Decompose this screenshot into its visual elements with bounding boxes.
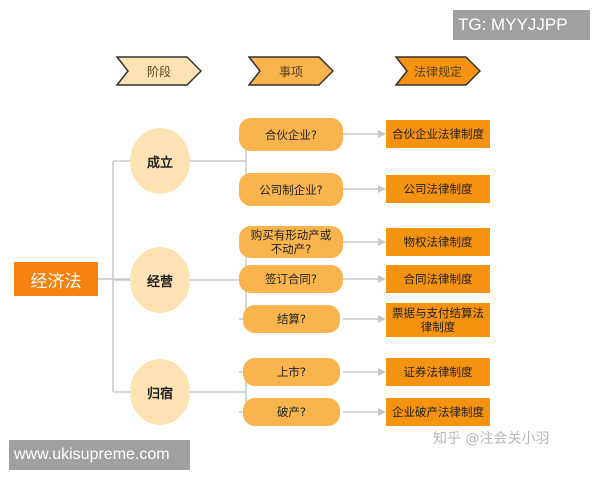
law-node: 公司法律制度 bbox=[386, 175, 490, 203]
item-node: 上市? bbox=[243, 358, 340, 386]
item-node: 购买有形动产或不动产? bbox=[239, 226, 343, 258]
root-node: 经济法 bbox=[14, 262, 98, 296]
header-law-label: 法律规定 bbox=[413, 64, 462, 79]
law-node: 证券法律制度 bbox=[386, 358, 490, 386]
stage-node: 成立 bbox=[130, 128, 190, 194]
chevron-shape bbox=[115, 56, 203, 86]
header-item: 事项 bbox=[247, 56, 335, 86]
watermark-text: 知乎 @注会关小羽 bbox=[433, 431, 550, 447]
item-node: 结算? bbox=[243, 305, 340, 333]
watermark-badge-top: TG: MYYJJPP bbox=[453, 10, 590, 40]
law-node: 合同法律制度 bbox=[386, 265, 490, 293]
header-stage: 阶段 bbox=[115, 56, 203, 86]
law-node: 企业破产法律制度 bbox=[386, 398, 490, 426]
item-node: 公司制企业? bbox=[239, 173, 343, 206]
header-stage-label: 阶段 bbox=[146, 64, 171, 79]
chevron-shape bbox=[394, 56, 482, 86]
header-law: 法律规定 bbox=[394, 56, 482, 86]
law-node: 合伙企业法律制度 bbox=[386, 120, 490, 148]
item-node: 合伙企业? bbox=[239, 118, 343, 151]
stage-node: 经营 bbox=[130, 247, 190, 313]
header-item-label: 事项 bbox=[278, 64, 303, 79]
item-node: 破产? bbox=[243, 398, 340, 426]
chevron-shape bbox=[247, 56, 335, 86]
stage-node: 归宿 bbox=[130, 359, 190, 425]
law-node: 票据与支付结算法律制度 bbox=[386, 303, 490, 337]
watermark-badge-bottom: www.ukisupreme.com bbox=[9, 440, 190, 470]
law-node: 物权法律制度 bbox=[386, 228, 490, 256]
item-node: 签订合同? bbox=[239, 265, 343, 293]
